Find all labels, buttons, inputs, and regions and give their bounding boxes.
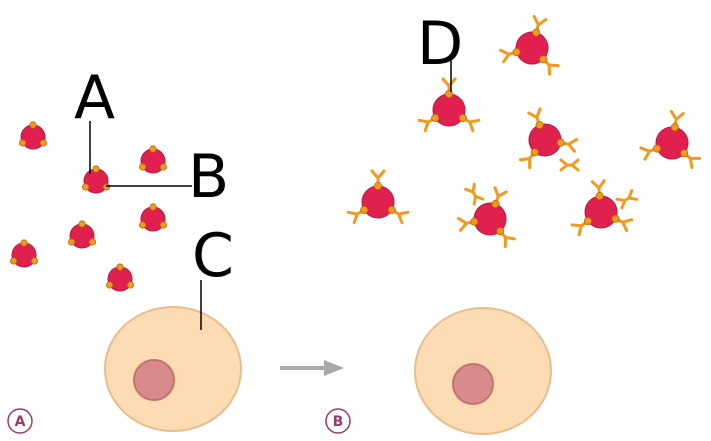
nucleus-right — [452, 363, 494, 405]
particle — [498, 10, 569, 75]
particle-labeled-d — [419, 79, 479, 131]
label-d: D — [417, 9, 463, 79]
nucleus-left — [133, 359, 175, 401]
panel-badge-right: B — [325, 408, 351, 434]
particle — [105, 263, 135, 292]
svg-text:B: B — [333, 414, 344, 430]
cell-right — [414, 307, 552, 435]
particle-labeled-a — [81, 165, 111, 194]
label-c: C — [192, 221, 234, 291]
free-spike — [615, 189, 639, 210]
cell-left — [104, 306, 242, 432]
particle — [18, 121, 48, 150]
label-b: B — [188, 142, 229, 212]
label-a: A — [74, 63, 115, 133]
free-spike — [464, 182, 485, 206]
panel-b: D B — [325, 9, 707, 435]
particle — [138, 145, 168, 174]
particle — [67, 220, 97, 249]
free-spike — [559, 158, 580, 172]
transition-arrow — [280, 360, 344, 376]
panel-a: A B C A — [7, 63, 242, 434]
particle — [506, 101, 580, 170]
particle — [138, 203, 168, 232]
particle — [348, 171, 408, 223]
svg-text:A: A — [15, 414, 26, 430]
particle — [639, 107, 707, 168]
particle — [9, 239, 39, 268]
panel-badge-left: A — [7, 408, 33, 434]
